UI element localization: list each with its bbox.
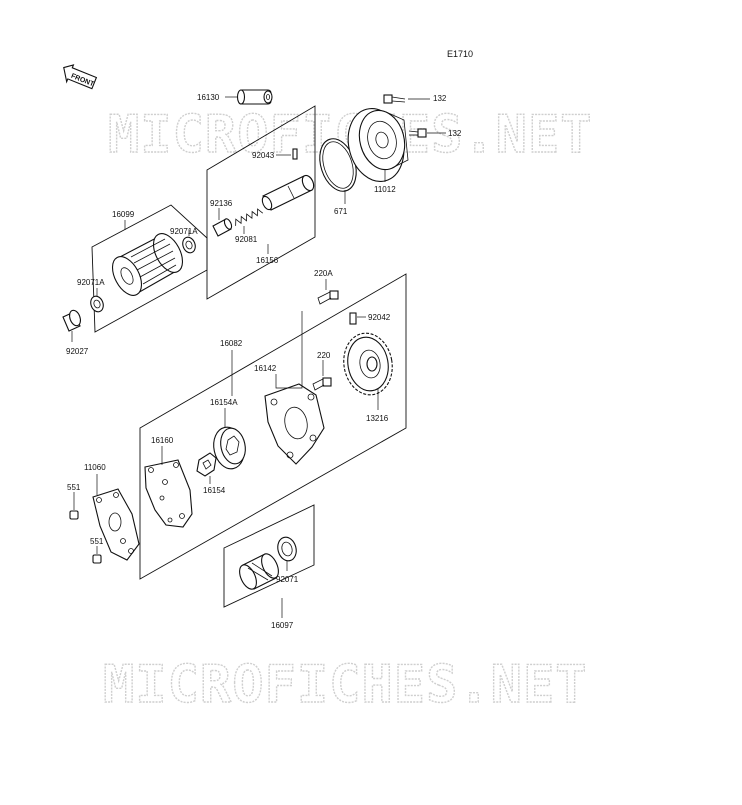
part-92071	[277, 536, 297, 571]
label-92136: 92136	[210, 199, 233, 208]
label-92042: 92042	[368, 313, 391, 322]
part-92027	[62, 309, 81, 342]
part-220a	[317, 279, 339, 305]
part-16130	[225, 89, 273, 105]
part-132-upper	[383, 94, 430, 104]
label-220: 220	[317, 351, 331, 360]
label-16154: 16154	[203, 486, 226, 495]
frame-16097	[223, 504, 315, 608]
label-551-lower: 551	[90, 537, 104, 546]
front-arrow-icon: FRONT	[63, 64, 98, 90]
label-132-lower: 132	[448, 129, 462, 138]
label-92027: 92027	[66, 347, 89, 356]
label-16130: 16130	[197, 93, 220, 102]
label-16156: 16156	[256, 256, 279, 265]
label-16099: 16099	[112, 210, 135, 219]
part-220	[312, 360, 332, 391]
part-16154a	[213, 408, 246, 470]
part-92071a-lower	[90, 288, 104, 313]
part-671	[319, 138, 357, 204]
label-16082: 16082	[220, 339, 243, 348]
part-16154	[196, 452, 217, 484]
label-551-upper: 551	[67, 483, 81, 492]
part-92071a-upper	[182, 230, 196, 254]
label-11060: 11060	[84, 463, 106, 472]
part-16142	[264, 311, 325, 465]
watermark-bottom: MICROFICHES.NET	[103, 655, 588, 715]
label-16154a: 16154A	[210, 398, 238, 407]
frame-16099	[91, 204, 208, 333]
diagram-code: E1710	[447, 49, 473, 59]
label-92043: 92043	[252, 151, 275, 160]
label-92081: 92081	[235, 235, 258, 244]
label-11012: 11012	[374, 185, 396, 194]
frame-16082	[139, 273, 407, 580]
part-551-lower	[92, 546, 102, 564]
label-92071a-lower: 92071A	[77, 278, 105, 287]
part-11060	[92, 474, 140, 561]
part-11012	[347, 108, 409, 182]
part-132-lower	[408, 128, 446, 138]
label-16160: 16160	[151, 436, 174, 445]
part-92042	[349, 312, 366, 325]
part-92081	[235, 208, 264, 234]
label-92071: 92071	[276, 575, 299, 584]
label-16142: 16142	[254, 364, 277, 373]
part-551-upper	[69, 492, 79, 520]
part-16156	[261, 174, 315, 211]
part-16160	[144, 446, 193, 528]
part-92043	[276, 148, 298, 160]
label-671: 671	[334, 207, 348, 216]
part-13216	[343, 332, 393, 410]
label-13216: 13216	[366, 414, 389, 423]
label-92071a-upper: 92071A	[170, 227, 198, 236]
label-132-upper: 132	[433, 94, 447, 103]
part-92136	[212, 208, 233, 237]
label-220a: 220A	[314, 269, 333, 278]
label-16097: 16097	[271, 621, 294, 630]
part-16099	[111, 233, 184, 296]
part-16097	[239, 553, 279, 590]
